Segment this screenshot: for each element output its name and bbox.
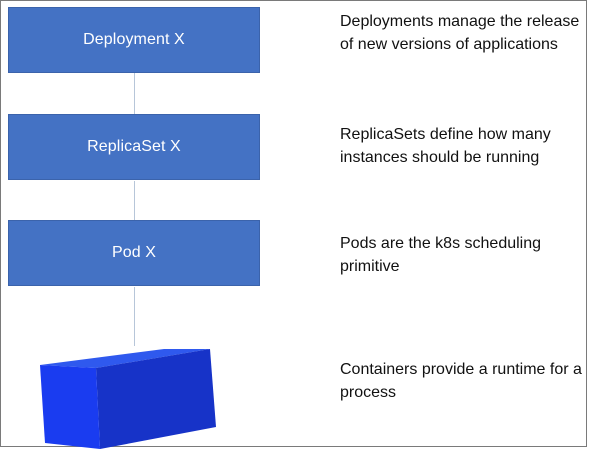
cube-side-face xyxy=(96,349,216,449)
pod-description: Pods are the k8s scheduling primitive xyxy=(340,235,542,275)
deployment-box: Deployment X xyxy=(8,7,260,73)
deployment-label: Deployment X xyxy=(83,31,185,48)
container-description: Containers provide a runtime for a proce… xyxy=(340,361,582,401)
pod-label: Pod X xyxy=(111,244,157,261)
deployment-description: Deployments manage the release of new ve… xyxy=(340,13,580,53)
cube-front-face xyxy=(40,365,100,449)
pod-box: Pod X xyxy=(8,220,260,286)
cube-top-face xyxy=(40,349,210,368)
connector-line xyxy=(134,287,135,346)
replicaset-label: ReplicaSet X xyxy=(87,138,181,155)
connector-line xyxy=(134,181,135,221)
connector-line xyxy=(134,73,135,115)
container-cube-icon xyxy=(40,349,216,449)
replicaset-box: ReplicaSet X xyxy=(8,114,260,180)
replicaset-description: ReplicaSets define how many instances sh… xyxy=(340,126,551,166)
